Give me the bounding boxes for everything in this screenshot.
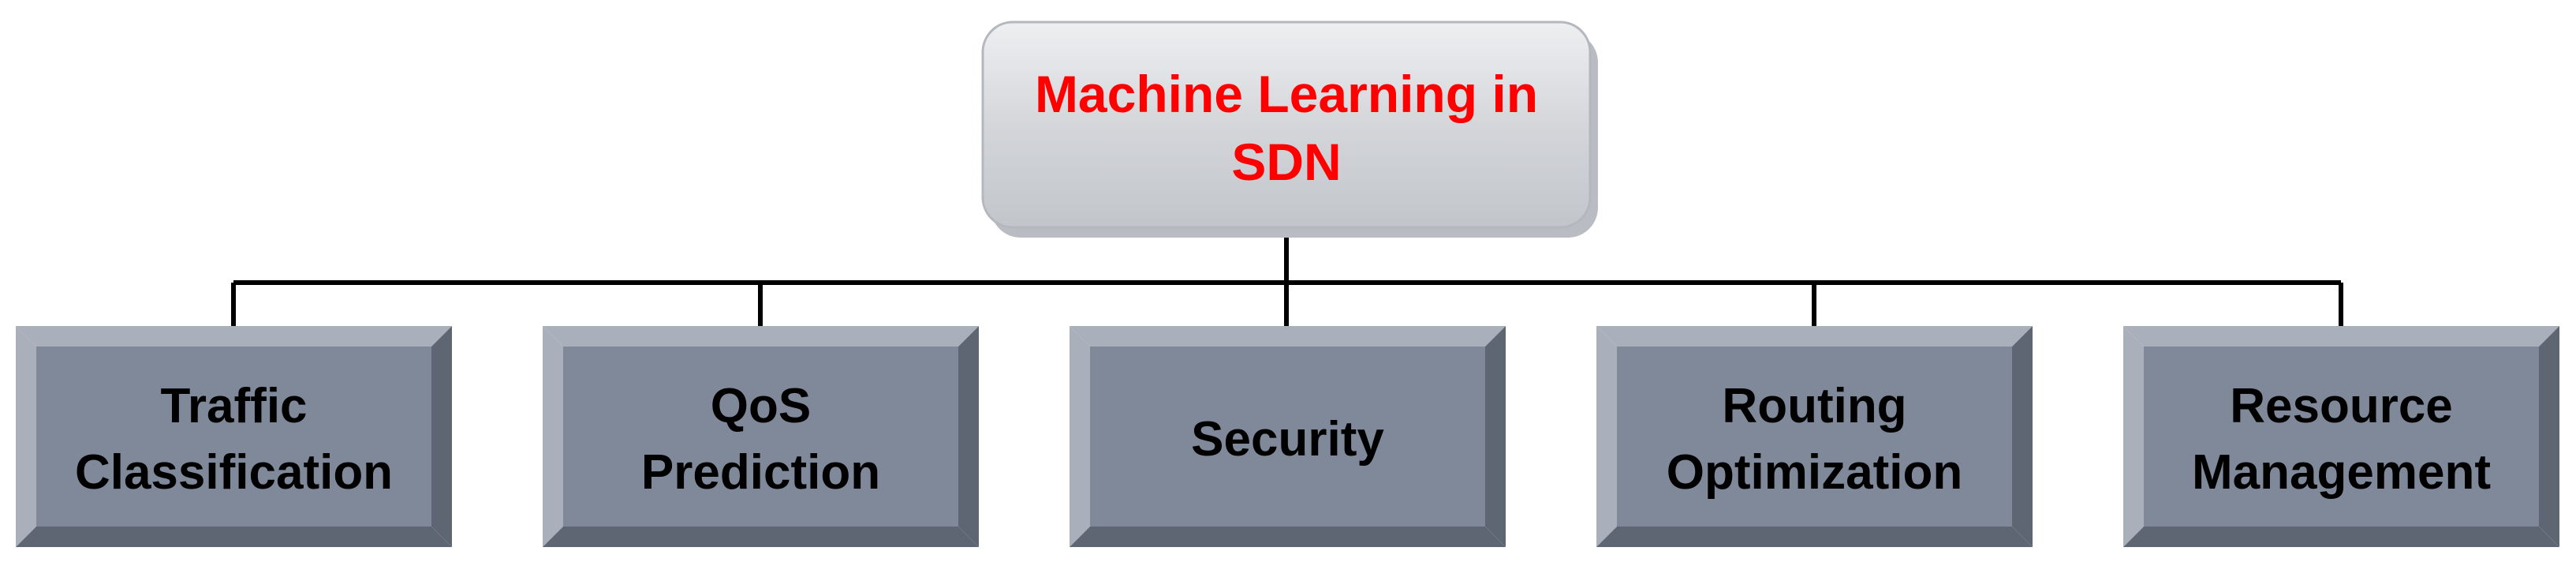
child-node-face bbox=[1617, 347, 2012, 527]
child-node-face bbox=[563, 347, 958, 527]
child-label-line2: Management bbox=[2192, 445, 2491, 500]
child-label-line1: QoS bbox=[711, 379, 811, 433]
child-label-line1: Routing bbox=[1722, 379, 1906, 433]
child-node-face bbox=[2144, 347, 2539, 527]
child-label-line1: Resource bbox=[2230, 379, 2453, 433]
child-label-line2: Prediction bbox=[641, 445, 880, 500]
child-label-line2: Classification bbox=[75, 445, 393, 500]
child-label-line2: Optimization bbox=[1667, 445, 1962, 500]
child-node-face bbox=[1090, 347, 1485, 527]
child-label-line1: Security bbox=[1191, 412, 1384, 467]
child-node-qos-prediction: QoS Prediction bbox=[543, 326, 979, 547]
child-node-face bbox=[36, 347, 431, 527]
root-title-line-1: Machine Learning in bbox=[1035, 65, 1538, 123]
child-label-line1: Traffic bbox=[160, 379, 307, 433]
connector-lines bbox=[231, 235, 2343, 326]
root-title-line-2: SDN bbox=[1231, 133, 1341, 191]
child-node-security: Security bbox=[1070, 326, 1506, 547]
root-node: Machine Learning in SDN bbox=[981, 21, 1598, 238]
